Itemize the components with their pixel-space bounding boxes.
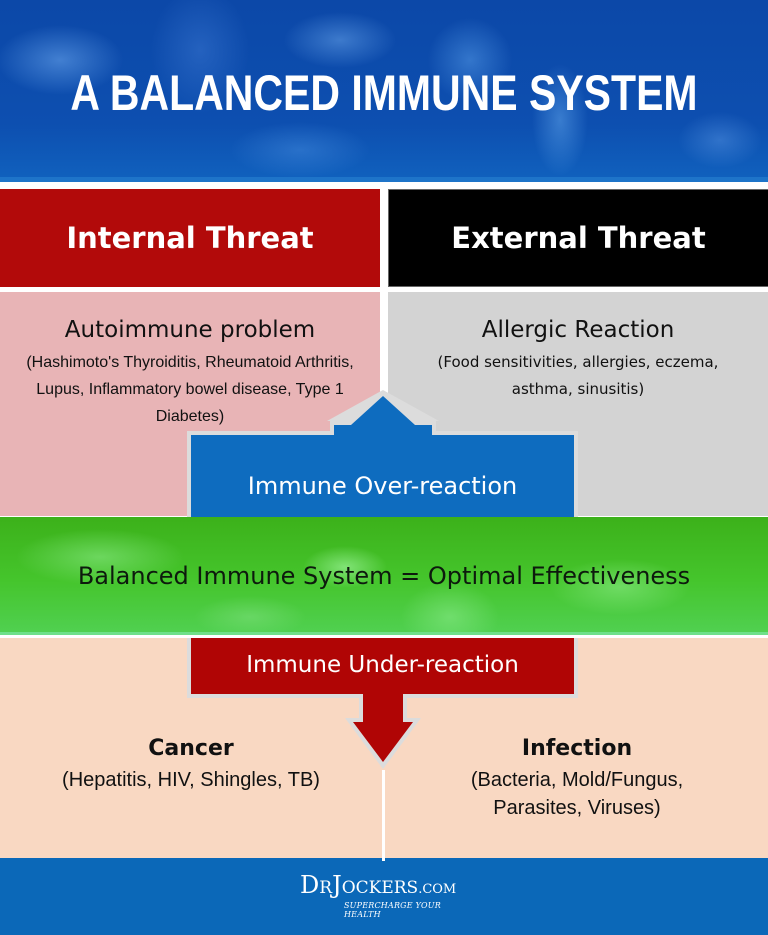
allergic-description: (Food sensitivities, allergies, eczema, … [437,353,719,398]
balanced-banner: Balanced Immune System = Optimal Effecti… [0,517,768,635]
infection-title: Infection [521,736,633,761]
footer-tick [382,858,385,861]
infection-description: (Bacteria, Mold/Fungus, Parasites, Virus… [470,769,684,819]
over-reaction-label: Immune Over-reaction [247,472,518,500]
page-title: A BALANCED IMMUNE SYSTEM [70,65,698,121]
internal-threat-heading: Internal Threat [0,189,380,287]
cancer-title: Cancer [148,736,234,761]
under-reaction-label: Immune Under-reaction [246,652,519,678]
logo-wordmark: DRJOCKERS.COM [300,871,457,899]
header-divider [0,177,768,182]
autoimmune-description: (Hashimoto's Thyroiditis, Rheumatoid Art… [26,354,354,425]
drjockers-logo: DRJOCKERS.COM SUPERCHARGE YOUR HEALTH [300,872,475,919]
allergic-title: Allergic Reaction [481,317,675,343]
cancer-cell: Cancer (Hepatitis, HIV, Shingles, TB) [0,732,382,794]
cancer-description: (Hepatitis, HIV, Shingles, TB) [62,769,320,791]
up-arrow-icon [187,390,578,518]
footer: DRJOCKERS.COM SUPERCHARGE YOUR HEALTH [0,858,768,935]
down-arrow-icon [187,638,578,769]
autoimmune-title: Autoimmune problem [64,317,316,343]
header-banner: A BALANCED IMMUNE SYSTEM [0,0,768,177]
external-threat-heading: External Threat [388,189,768,287]
logo-tagline: SUPERCHARGE YOUR HEALTH [344,901,441,919]
bottom-divider [382,770,385,860]
balanced-text: Balanced Immune System = Optimal Effecti… [77,562,691,590]
infection-cell: Infection (Bacteria, Mold/Fungus, Parasi… [386,732,768,822]
